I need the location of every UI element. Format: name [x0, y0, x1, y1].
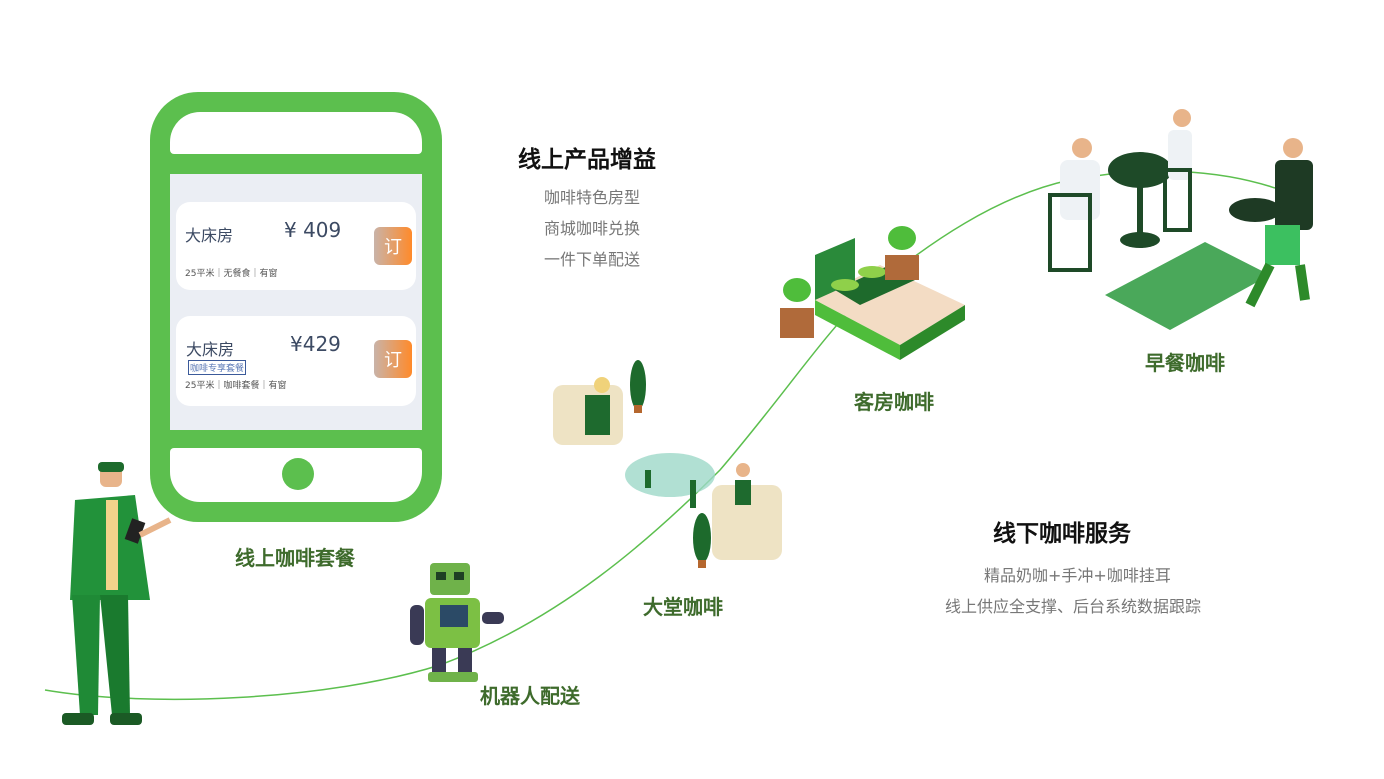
offline-item: 精品奶咖+手冲+咖啡挂耳 [984, 566, 1171, 585]
room-price: ¥429 [290, 332, 341, 356]
book-button[interactable]: 订 [374, 340, 412, 378]
room-name: 大床房 [185, 226, 234, 245]
person-with-tablet-illustration [62, 462, 172, 725]
room-meta: 25平米｜无餐食｜有窗 [185, 269, 278, 279]
room-meta: 25平米｜咖啡套餐｜有窗 [185, 381, 287, 391]
room-card[interactable]: 大床房 ¥ 409 25平米｜无餐食｜有窗 订 [176, 202, 416, 290]
breakfast-illustration [1048, 109, 1313, 330]
online-heading: 线上产品增益 [518, 147, 656, 173]
label-breakfast: 早餐咖啡 [1145, 351, 1225, 375]
phone-mockup: 大床房 ¥ 409 25平米｜无餐食｜有窗 订 大床房 ¥429 咖啡专享套餐 … [150, 92, 442, 522]
robot-illustration [410, 563, 504, 682]
room-price: ¥ 409 [284, 218, 342, 242]
label-robot: 机器人配送 [480, 684, 580, 708]
label-online-package: 线上咖啡套餐 [235, 546, 355, 570]
room-card[interactable]: 大床房 ¥429 咖啡专享套餐 25平米｜咖啡套餐｜有窗 订 [176, 316, 416, 406]
online-item: 一件下单配送 [544, 250, 641, 269]
offline-heading: 线下咖啡服务 [993, 521, 1131, 547]
online-item: 商城咖啡兑换 [544, 219, 641, 238]
bedroom-illustration [780, 226, 965, 360]
phone-screen: 大床房 ¥ 409 25平米｜无餐食｜有窗 订 大床房 ¥429 咖啡专享套餐 … [170, 174, 422, 430]
book-button[interactable]: 订 [374, 227, 412, 265]
phone-bottom-bar [170, 448, 422, 502]
coffee-package-tag: 咖啡专享套餐 [188, 360, 247, 375]
home-button [282, 458, 314, 490]
online-item: 咖啡特色房型 [544, 188, 641, 207]
offline-item: 线上供应全支撑、后台系统数据跟踪 [945, 597, 1202, 616]
phone-top-bar [170, 112, 422, 154]
room-name: 大床房 [186, 340, 235, 359]
label-room: 客房咖啡 [854, 390, 934, 414]
lobby-illustration [553, 360, 782, 568]
label-lobby: 大堂咖啡 [643, 595, 723, 619]
